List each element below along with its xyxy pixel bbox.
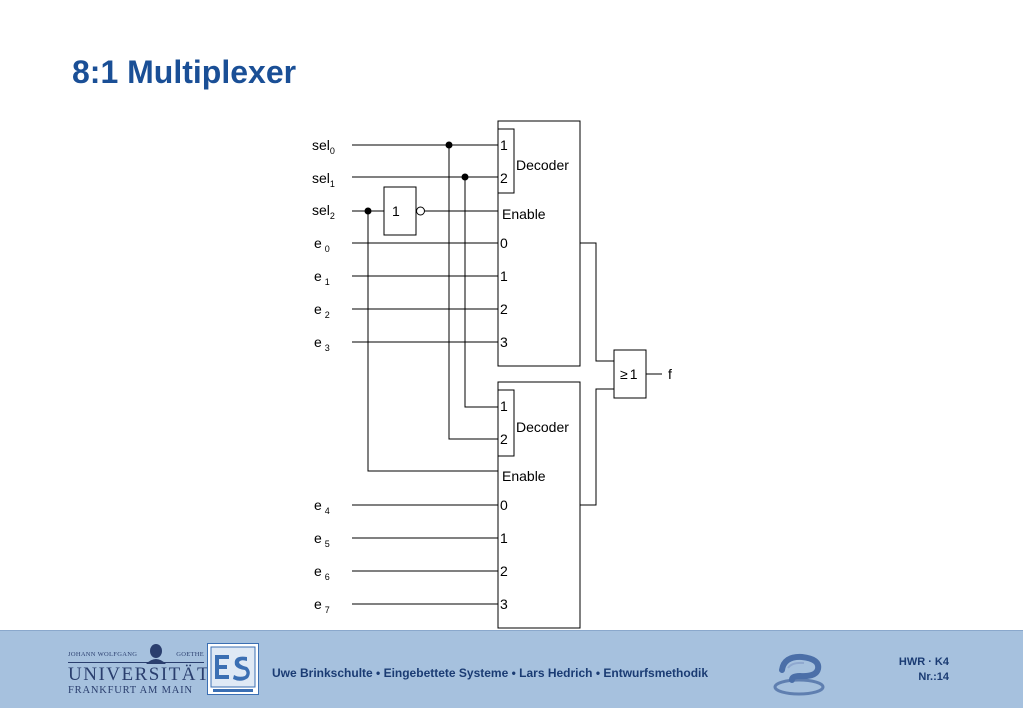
decoder-top-data-pin-0: 0 xyxy=(500,235,508,251)
university-logo: JOHANN WOLFGANG GOETHE UNIVERSITÄT FRANK… xyxy=(68,642,209,696)
decoder-top-data-pin-3: 3 xyxy=(500,334,508,350)
decoder-top-pin-1: 1 xyxy=(500,137,508,153)
decoder-bottom-enable: Enable xyxy=(502,468,546,484)
page-number: Nr.:14 xyxy=(918,671,949,683)
decoder-bottom-pin-1: 1 xyxy=(500,398,508,414)
goethe-portrait-icon xyxy=(146,644,166,664)
page-title: 8:1 Multiplexer xyxy=(72,54,297,90)
footer-credits: Uwe Brinkschulte • Eingebettete Systeme … xyxy=(272,666,709,680)
junction-dot xyxy=(364,207,372,215)
decoder-top-data-pin-1: 1 xyxy=(500,268,508,284)
inverter-gate xyxy=(383,186,417,236)
inverter-bubble xyxy=(416,206,425,216)
label-sel1: sel1 xyxy=(312,170,335,189)
decoder-top-enable: Enable xyxy=(502,206,546,222)
junction-dot xyxy=(445,141,453,149)
page-reference: HWR · K4 Nr.:14 xyxy=(899,655,949,685)
uni-logo-name: UNIVERSITÄT xyxy=(68,664,211,685)
decoder-bottom-data-pin-1: 1 xyxy=(500,530,508,546)
decoder-top-select-box xyxy=(497,128,515,194)
wire-top-decoder-out xyxy=(580,242,614,362)
uni-logo-top-left: JOHANN WOLFGANG xyxy=(68,651,138,658)
decoder-bottom-data-pin-0: 0 xyxy=(500,497,508,513)
footer-bar: JOHANN WOLFGANG GOETHE UNIVERSITÄT FRANK… xyxy=(0,630,1023,708)
decoder-bottom-pin-2: 2 xyxy=(500,431,508,447)
junction-dot xyxy=(461,173,469,181)
course-code: HWR · K4 xyxy=(898,656,949,668)
decoder-bottom-select-box xyxy=(497,389,515,457)
inverter-label: 1 xyxy=(392,203,400,219)
wire-sel2-to-enable-bottom xyxy=(367,211,498,472)
decoder-bottom-label: Decoder xyxy=(516,419,569,435)
decoder-top-pin-2: 2 xyxy=(500,170,508,186)
footer-divider xyxy=(0,630,1023,631)
wire-sel1-to-bottom-pin1 xyxy=(464,177,498,408)
es-logo-icon xyxy=(207,643,259,695)
uni-logo-top-right: GOETHE xyxy=(176,651,204,658)
decoder-bottom-data-pin-2: 2 xyxy=(500,563,508,579)
label-sel2: sel2 xyxy=(312,202,335,221)
decoder-top-data-pin-2: 2 xyxy=(500,301,508,317)
decoder-top-label: Decoder xyxy=(516,157,569,173)
or-gate-label: ≥1 xyxy=(620,366,638,382)
label-sel0: sel0 xyxy=(312,137,335,156)
output-f-label: f xyxy=(668,366,672,382)
uni-logo-city: FRANKFURT AM MAIN xyxy=(68,685,193,696)
wire-bottom-decoder-out xyxy=(580,388,614,506)
wire-sel0-to-bottom-pin2 xyxy=(448,145,498,440)
decoder-bottom-data-pin-3: 3 xyxy=(500,596,508,612)
swirl-logo-icon xyxy=(773,653,825,696)
